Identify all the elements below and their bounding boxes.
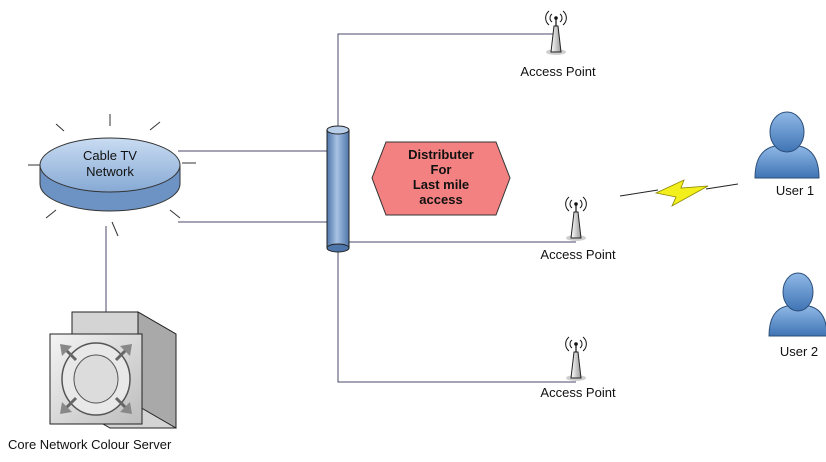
network-disk-icon [39,137,181,212]
user-icon [754,111,820,179]
access-point-icon [565,196,587,241]
user2-label: User 2 [779,344,819,359]
connection-lines [105,33,576,383]
server-label: Core Network Colour Server [8,437,172,452]
access-point-icon [545,10,567,55]
distributor-line3: Last mile [412,177,470,192]
access-point-top-label: Access Point [520,64,596,79]
cable-tv-line2: Network [86,164,134,179]
network-rays [28,114,196,237]
line-pipe-to-ap-bottom [337,252,576,383]
user1-label: User 1 [775,183,815,198]
distributor-line4: access [419,192,463,207]
lightning-icon [619,179,739,207]
server-icon [49,311,177,429]
distributor-line1: Distributer [408,147,474,162]
distributor-label: Distributer For Last mile access [386,147,496,207]
cable-tv-network-label: Cable TV Network [60,148,160,180]
access-point-bottom-label: Access Point [540,385,616,400]
distributor-line2: For [430,162,452,177]
access-point-icon [565,336,587,381]
cable-tv-line1: Cable TV [83,148,137,163]
access-point-middle-label: Access Point [540,247,616,262]
distributor-hexagon [371,141,511,216]
user-icon [768,272,826,337]
pipe-icon [326,125,350,253]
line-pipe-to-ap-top [337,33,556,128]
